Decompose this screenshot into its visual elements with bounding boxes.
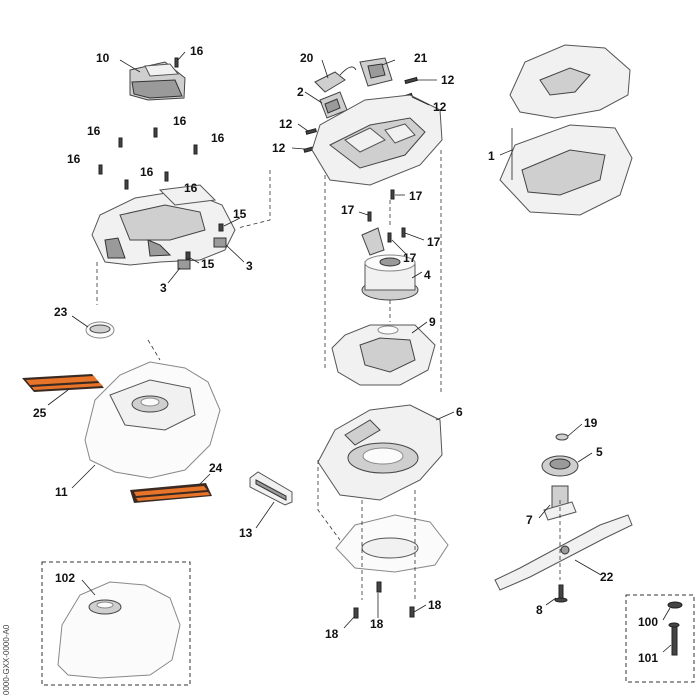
callout-6: 6 bbox=[456, 405, 463, 419]
callout-17: 17 bbox=[409, 189, 423, 203]
callout-3: 3 bbox=[246, 259, 253, 273]
part-9-motor-bracket bbox=[331, 324, 436, 386]
callout-8: 8 bbox=[536, 603, 543, 617]
part-1-chassis-assembly bbox=[499, 44, 633, 216]
part-11-main-cover bbox=[84, 361, 221, 479]
leader-lines bbox=[47, 51, 672, 653]
part-3-clip-left bbox=[177, 259, 191, 270]
callout-labels: 10 16 16 16 16 16 16 16 15 15 3 3 20 21 … bbox=[33, 44, 658, 665]
upper-housing-cover bbox=[91, 184, 236, 266]
callout-3: 3 bbox=[160, 281, 167, 295]
callout-16: 16 bbox=[184, 181, 198, 195]
part-13-handle bbox=[249, 471, 293, 506]
kit-box-102 bbox=[41, 561, 191, 686]
part-16-screws bbox=[98, 57, 198, 190]
part-10-rear-cover bbox=[129, 61, 186, 101]
callout-17: 17 bbox=[403, 251, 417, 265]
callout-16: 16 bbox=[87, 124, 101, 138]
callout-12: 12 bbox=[433, 100, 447, 114]
callout-5: 5 bbox=[596, 445, 603, 459]
assembly-dash-lines bbox=[96, 150, 561, 600]
callout-18: 18 bbox=[428, 598, 442, 612]
callout-7: 7 bbox=[526, 513, 533, 527]
upper-chassis-frame bbox=[311, 94, 443, 186]
callout-17: 17 bbox=[427, 235, 441, 249]
callout-16: 16 bbox=[211, 131, 225, 145]
callout-2: 2 bbox=[297, 85, 304, 99]
callout-12: 12 bbox=[272, 141, 286, 155]
callout-12: 12 bbox=[441, 73, 455, 87]
callout-4: 4 bbox=[424, 268, 431, 282]
callout-17: 17 bbox=[341, 203, 355, 217]
callout-21: 21 bbox=[414, 51, 428, 65]
part-17-screws bbox=[367, 189, 406, 243]
callout-15: 15 bbox=[233, 207, 247, 221]
part-15-screw-upper bbox=[218, 223, 224, 232]
callout-22: 22 bbox=[600, 570, 614, 584]
callout-10: 10 bbox=[96, 51, 110, 65]
callout-9: 9 bbox=[429, 315, 436, 329]
part-25-stripe-decal bbox=[22, 374, 104, 392]
part-2-connector-block bbox=[319, 91, 348, 119]
part-5-hub-disc bbox=[541, 455, 579, 477]
part-22-blade bbox=[494, 514, 633, 591]
callout-18: 18 bbox=[325, 627, 339, 641]
callout-12: 12 bbox=[279, 117, 293, 131]
base-plate-underside bbox=[335, 514, 449, 573]
callout-16: 16 bbox=[140, 165, 154, 179]
part-6-lower-housing bbox=[317, 404, 443, 501]
callout-1: 1 bbox=[488, 149, 495, 163]
part-8-blade-bolt bbox=[554, 584, 568, 603]
callout-101: 101 bbox=[638, 651, 658, 665]
part-4-motor-assembly bbox=[361, 227, 419, 301]
callout-18: 18 bbox=[370, 617, 384, 631]
callout-16: 16 bbox=[67, 152, 81, 166]
callout-16: 16 bbox=[173, 114, 187, 128]
callout-102: 102 bbox=[55, 571, 75, 585]
callout-13: 13 bbox=[239, 526, 253, 540]
callout-15: 15 bbox=[201, 257, 215, 271]
callout-25: 25 bbox=[33, 406, 47, 420]
part-24-stripe-decal bbox=[130, 483, 212, 503]
callout-23: 23 bbox=[54, 305, 68, 319]
callout-19: 19 bbox=[584, 416, 598, 430]
part-19-ring bbox=[555, 433, 569, 441]
callout-11: 11 bbox=[55, 485, 68, 499]
part-3-clip-right bbox=[213, 237, 227, 248]
part-18-screws bbox=[353, 581, 415, 619]
figure-code: 0000-GXX-0000-A0 bbox=[2, 624, 11, 695]
part-20-wiring-harness bbox=[314, 66, 357, 93]
part-15-screw-lower bbox=[185, 251, 191, 260]
callout-100: 100 bbox=[638, 615, 658, 629]
part-23-badge bbox=[85, 321, 115, 339]
callout-20: 20 bbox=[300, 51, 314, 65]
callout-16: 16 bbox=[190, 44, 204, 58]
kit-box-100-101 bbox=[625, 594, 695, 683]
part-21-sensor-module bbox=[359, 57, 393, 87]
callout-24: 24 bbox=[209, 461, 223, 475]
